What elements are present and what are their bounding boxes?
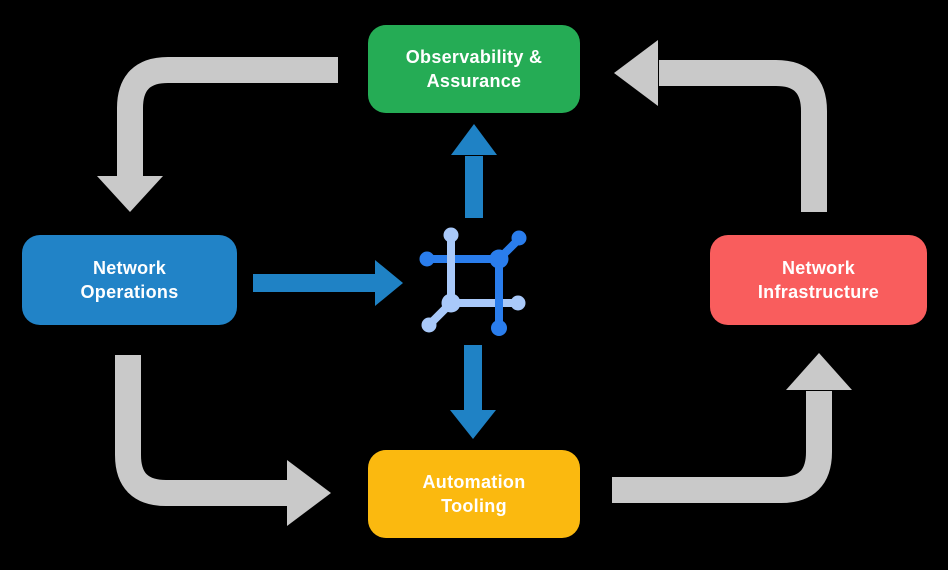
arrow-head [97,176,163,212]
arrow-head [786,353,852,390]
cycle-arrow-observability-to-operations [97,57,338,212]
cycle-arrow-operations-to-tooling [115,355,331,526]
node-label-line1: Network [92,257,167,278]
arrow-head [287,460,331,526]
arrow-shaft [115,355,288,506]
node-automation-tooling: Automation Tooling [368,450,580,538]
node-label-line2: Infrastructure [757,282,880,302]
icon-node-top-left-end [419,251,435,267]
cycle-arrow-tooling-to-infrastructure [612,353,852,503]
arrow-shaft [659,60,827,212]
hub-arrow-center-to-observability [451,124,497,218]
icon-node-bottom-end [491,320,507,336]
node-network-infrastructure: Network Infrastructure [710,235,927,325]
arrow-shaft [612,391,832,503]
node-label-line2: Operations [80,282,179,302]
node-label-line1: Network [781,257,856,278]
icon-node-lower-left [421,317,437,333]
icon-node-upper-right [511,230,527,246]
node-label-line2: Assurance [426,71,522,91]
arrow-head [451,124,497,155]
icon-node-top [443,227,459,243]
hub-arrow-center-to-tooling [450,345,496,439]
node-label-line1: Observability & [405,46,543,67]
icon-node-top-right-joint [489,249,509,269]
arrow-head [614,40,658,106]
hub-arrow-operations-to-center [253,260,403,306]
cycle-arrow-infrastructure-to-observability [614,40,827,212]
node-observability-assurance: Observability & Assurance [368,25,580,113]
node-label-line2: Tooling [441,496,507,516]
network-mesh-icon [419,227,527,336]
node-label-line1: Automation [422,471,526,492]
arrow-head [375,260,403,306]
node-network-operations: Network Operations [22,235,237,325]
arrow-shaft [117,57,338,177]
arrow-head [450,410,496,439]
icon-node-bottom-right [510,295,526,311]
